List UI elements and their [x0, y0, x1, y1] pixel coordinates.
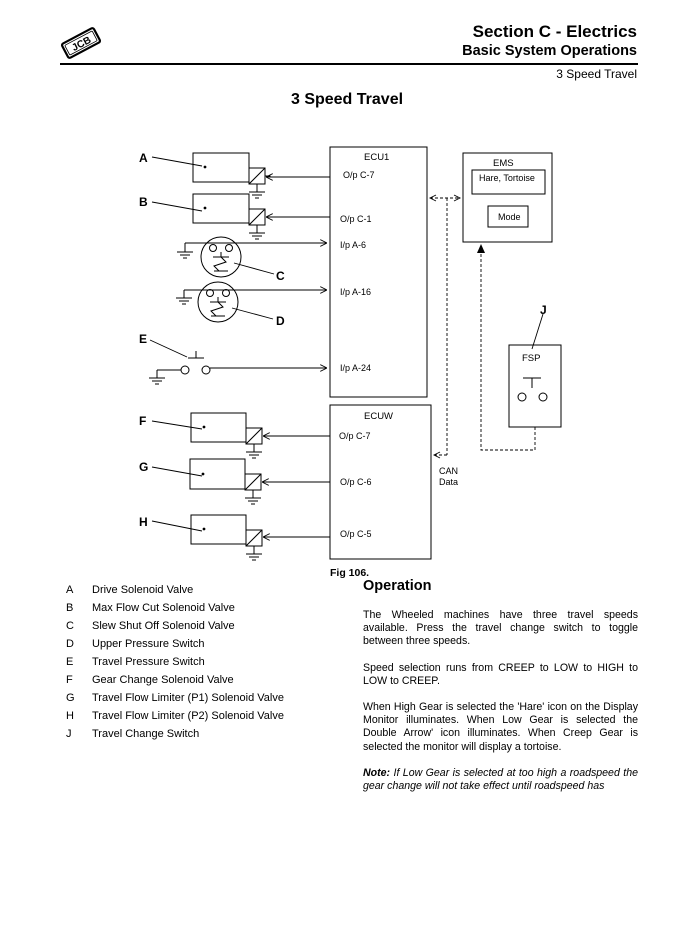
- ecu1-port: I/p A-24: [340, 363, 371, 373]
- legend-text: Slew Shut Off Solenoid Valve: [92, 620, 235, 632]
- note-text: If Low Gear is selected at too high a ro…: [363, 766, 638, 793]
- callout-c: C: [276, 269, 285, 283]
- figure-caption: Fig 106.: [330, 567, 370, 579]
- legend-key: B: [66, 602, 74, 614]
- topic-label: 3 Speed Travel: [556, 67, 637, 81]
- solenoid-g: [189, 458, 330, 505]
- pressure-switch-d: [176, 281, 326, 323]
- legend-text: Travel Flow Limiter (P2) Solenoid Valve: [92, 710, 284, 722]
- legend-item: C Slew Shut Off Solenoid Valve: [66, 620, 284, 638]
- solenoid-a: [192, 152, 330, 199]
- legend-item: A Drive Solenoid Valve: [66, 584, 284, 602]
- operation-paragraph: When High Gear is selected the 'Hare' ic…: [363, 701, 638, 753]
- legend-item: H Travel Flow Limiter (P2) Solenoid Valve: [66, 710, 284, 728]
- legend-key: J: [66, 728, 72, 740]
- callout-leaders: [149, 156, 544, 532]
- legend-item: G Travel Flow Limiter (P1) Solenoid Valve: [66, 692, 284, 710]
- operation-paragraph: The Wheeled machines have three travel s…: [363, 609, 638, 648]
- header-rule: [60, 63, 638, 65]
- ecu1-port: O/p C-7: [343, 170, 375, 180]
- legend-item: F Gear Change Solenoid Valve: [66, 674, 284, 692]
- ems-mode-button: [487, 205, 529, 228]
- callout-a: A: [139, 151, 148, 165]
- legend-text: Upper Pressure Switch: [92, 638, 205, 650]
- legend-key: F: [66, 674, 73, 686]
- legend-text: Gear Change Solenoid Valve: [92, 674, 234, 686]
- callout-b: B: [139, 195, 148, 209]
- legend-item: J Travel Change Switch: [66, 728, 284, 746]
- legend-text: Drive Solenoid Valve: [92, 584, 194, 596]
- ecu1-label: ECU1: [364, 152, 389, 163]
- ecu1-port: I/p A-16: [340, 287, 371, 297]
- operation-heading: Operation: [363, 578, 432, 594]
- ecuw-label: ECUW: [364, 411, 393, 422]
- ecu1-port: O/p C-1: [340, 214, 372, 224]
- callout-e: E: [139, 332, 147, 346]
- operation-note: Note: If Low Gear is selected at too hig…: [363, 767, 638, 793]
- subsection-title: Basic System Operations: [462, 43, 637, 59]
- legend-key: E: [66, 656, 74, 668]
- ecuw-port: O/p C-6: [340, 477, 372, 487]
- solenoid-f: [190, 412, 330, 459]
- callout-g: G: [139, 460, 148, 474]
- legend-text: Travel Change Switch: [92, 728, 200, 740]
- travel-pressure-switch-e: [149, 351, 326, 385]
- callout-h: H: [139, 515, 148, 529]
- callout-j: J: [540, 303, 547, 317]
- solenoid-b: [192, 193, 330, 240]
- legend-key: C: [66, 620, 74, 632]
- legend-item: D Upper Pressure Switch: [66, 638, 284, 656]
- ecu1-port: I/p A-6: [340, 240, 366, 250]
- ems-box: [462, 152, 553, 243]
- can-data-links: [428, 194, 536, 459]
- callout-d: D: [276, 314, 285, 328]
- legend-text: Travel Flow Limiter (P1) Solenoid Valve: [92, 692, 284, 704]
- ecuw-port: O/p C-5: [340, 529, 372, 539]
- callout-f: F: [139, 414, 146, 428]
- pressure-switch-c: [177, 236, 326, 278]
- section-title: Section C - Electrics: [472, 22, 637, 41]
- ecuw-port: O/p C-7: [339, 431, 371, 441]
- legend-key: H: [66, 710, 74, 722]
- note-label: Note:: [363, 766, 391, 779]
- fsp-label: FSP: [522, 353, 540, 364]
- legend-item: E Travel Pressure Switch: [66, 656, 284, 674]
- ems-mode-text: Mode: [498, 212, 521, 222]
- legend-key: G: [66, 692, 75, 704]
- jcb-logo: JCB: [60, 27, 102, 59]
- legend-text: Travel Pressure Switch: [92, 656, 205, 668]
- ems-label: EMS: [493, 158, 514, 169]
- ecu1-box: [329, 146, 428, 398]
- can-label: Data: [439, 477, 458, 487]
- legend-key: A: [66, 584, 74, 596]
- legend: A Drive Solenoid Valve B Max Flow Cut Sole…: [66, 584, 284, 746]
- page-title: 3 Speed Travel: [290, 91, 404, 108]
- legend-item: B Max Flow Cut Solenoid Valve: [66, 602, 284, 620]
- can-label: CAN: [439, 466, 458, 476]
- solenoid-h: [190, 514, 330, 561]
- operation-paragraph: Speed selection runs from CREEP to LOW t…: [363, 661, 638, 687]
- legend-text: Max Flow Cut Solenoid Valve: [92, 602, 235, 614]
- ems-display-text: Hare, Tortoise: [479, 173, 535, 183]
- legend-key: D: [66, 638, 74, 650]
- operation-text: The Wheeled machines have three travel s…: [363, 609, 638, 806]
- ems-display: [471, 169, 546, 195]
